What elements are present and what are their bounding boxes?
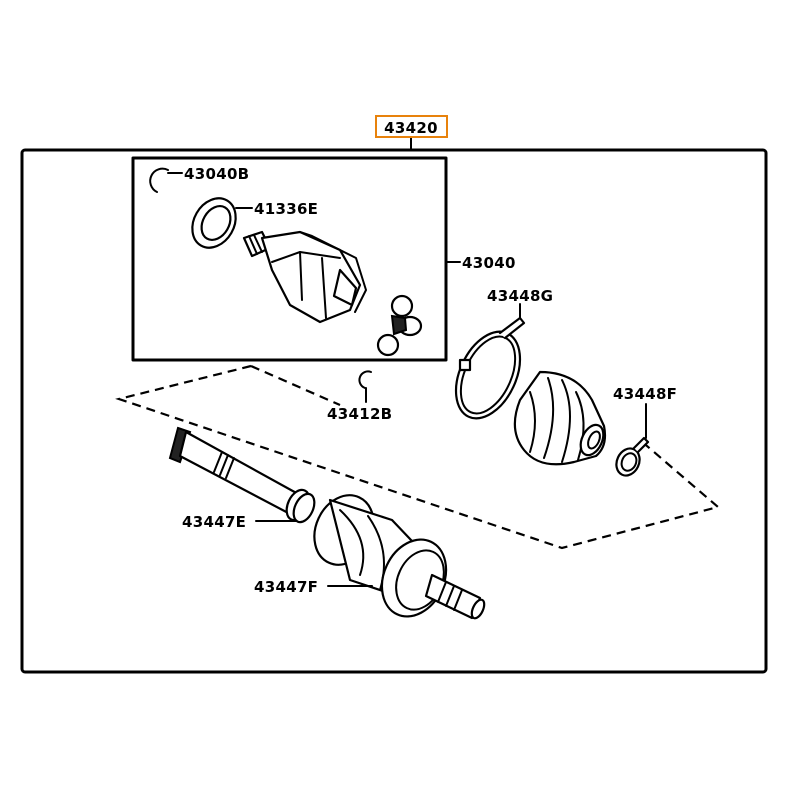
boot-clamp-large-part	[454, 316, 526, 420]
tripod-spider-part	[376, 294, 423, 357]
callout-41336e: 41336E	[254, 200, 318, 218]
callout-43040: 43040	[462, 254, 516, 272]
assembly-label-highlight	[375, 115, 448, 138]
outboard-joint-part	[313, 494, 486, 620]
callout-43448f: 43448F	[613, 385, 677, 403]
callout-43447e: 43447E	[182, 513, 246, 531]
assembly-label: 43420	[384, 119, 438, 137]
inboard-joint-box	[131, 156, 448, 362]
assembly-frame	[20, 148, 768, 674]
boot-part	[513, 370, 607, 466]
dust-seal-part	[191, 197, 237, 249]
snap-ring-inner-part	[149, 167, 169, 193]
tripod-housing-part	[242, 230, 367, 324]
snap-ring-part	[358, 370, 372, 389]
callout-43040b: 43040B	[184, 165, 249, 183]
callout-43412b: 43412B	[327, 405, 392, 423]
boot-clamp-small-part	[615, 436, 650, 477]
drive-shaft-part	[168, 426, 316, 524]
callout-43448g: 43448G	[487, 287, 553, 305]
shaft-group-outline	[115, 364, 721, 550]
callout-43447f: 43447F	[254, 578, 318, 596]
shaft-group-outline-top	[250, 364, 341, 407]
